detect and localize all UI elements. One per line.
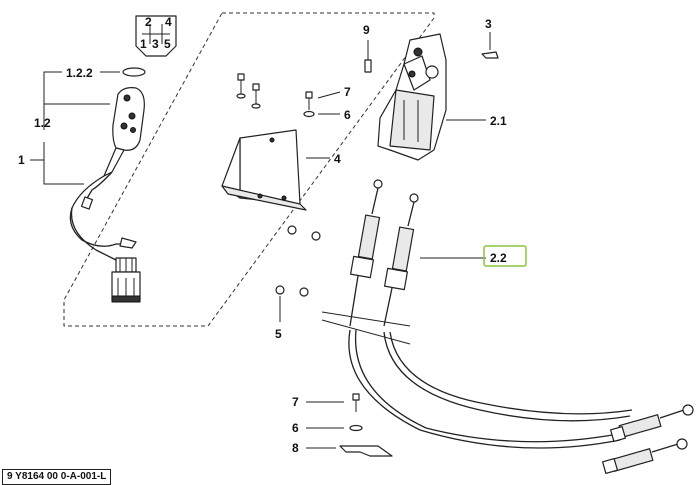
callout-1-2: 1.2 [34, 116, 51, 130]
callout-6-lower: 6 [292, 421, 299, 435]
bolt-set-lower [339, 393, 393, 457]
knob-cap-part [122, 67, 146, 77]
callout-7-upper: 7 [344, 85, 351, 99]
callout-4: 4 [334, 152, 341, 166]
reference-code-label: 9 Y8164 00 0-A-001-L [2, 469, 112, 485]
callout-5: 5 [275, 327, 282, 341]
callout-2-2: 2.2 [490, 251, 507, 265]
bolt-set-upper [236, 73, 315, 118]
gear-label-4: 4 [165, 15, 172, 29]
callout-2-2-highlight [483, 245, 527, 267]
clip-part [481, 51, 499, 59]
selector-housing-part [377, 33, 447, 161]
callout-7-lower: 7 [292, 395, 299, 409]
gear-label-3: 3 [152, 37, 159, 51]
callout-9: 9 [363, 23, 370, 37]
gear-label-5: 5 [164, 37, 171, 51]
callout-1-2-2: 1.2.2 [66, 66, 93, 80]
screw-set [275, 225, 321, 297]
shift-cable-assembly [321, 179, 694, 475]
gear-label-1: 1 [140, 37, 147, 51]
callout-8: 8 [292, 441, 299, 455]
callout-6-upper: 6 [344, 108, 351, 122]
callout-1: 1 [18, 153, 25, 167]
mounting-bracket-part [221, 129, 307, 211]
shift-lever-part [69, 87, 145, 303]
gear-label-2: 2 [145, 15, 152, 29]
gear-pattern-icon: 2 4 1 3 5 [135, 15, 177, 57]
callout-2-1: 2.1 [490, 114, 507, 128]
assembly-boundary-dashed [63, 12, 435, 327]
callout-3: 3 [485, 17, 492, 31]
